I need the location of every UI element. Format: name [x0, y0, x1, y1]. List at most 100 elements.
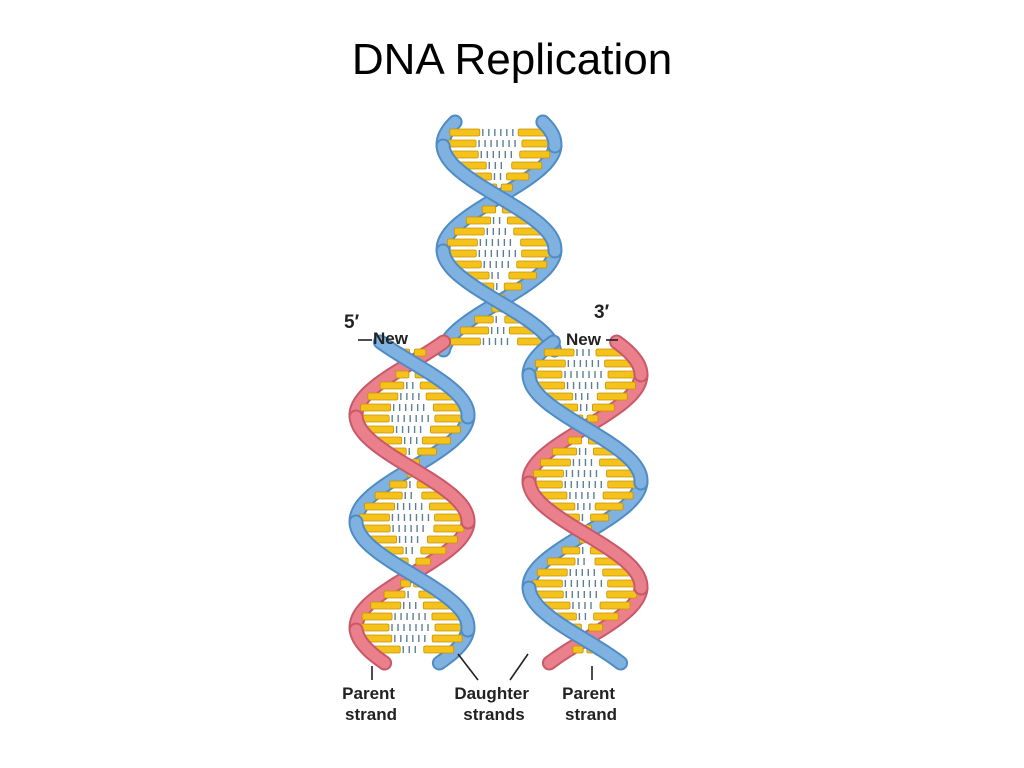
parent-strand-right-line2: strand [565, 705, 617, 724]
base [533, 469, 564, 478]
base [552, 447, 578, 456]
base [593, 612, 619, 621]
leader-lines [358, 339, 618, 681]
base [450, 337, 481, 346]
base [586, 414, 599, 423]
base [459, 326, 490, 335]
base [591, 403, 615, 412]
base [431, 634, 463, 643]
five-prime-label: 5′ [344, 312, 360, 333]
daughter-strands-line2: strands [463, 705, 524, 724]
base [449, 128, 481, 137]
base [561, 546, 581, 555]
strand-a [437, 245, 560, 356]
base [400, 579, 411, 588]
base [547, 557, 576, 566]
strand-b [437, 140, 561, 257]
base [474, 315, 494, 324]
strand-b [523, 369, 647, 489]
base [511, 161, 543, 170]
base [588, 623, 604, 632]
base [420, 546, 447, 555]
base [594, 502, 624, 511]
base-pairs [445, 128, 553, 346]
parent-helix [435, 114, 563, 358]
base [364, 502, 396, 511]
base [421, 436, 451, 445]
base [423, 645, 455, 654]
base [519, 150, 551, 159]
strand-a [611, 336, 647, 381]
base [521, 249, 553, 258]
base [417, 447, 437, 456]
daughter-right-leader [509, 653, 529, 681]
strand-front-layer [521, 334, 649, 671]
base [415, 557, 431, 566]
base [607, 480, 639, 489]
base [360, 403, 392, 412]
base [465, 216, 491, 225]
strand-a [374, 336, 474, 423]
base [361, 612, 393, 621]
right-daughter-helix [521, 334, 649, 671]
base [430, 425, 461, 434]
base [500, 183, 513, 192]
base [370, 601, 402, 610]
base [379, 381, 405, 390]
three-prime-label: 3′ [594, 302, 610, 323]
base [567, 436, 583, 445]
new-strand-label-left: New [373, 329, 409, 348]
slide-title: DNA Replication [351, 35, 673, 84]
strand-a [523, 477, 647, 594]
daughter-strands-label: Daughter strands [454, 684, 533, 724]
base [572, 645, 584, 654]
base [446, 238, 478, 247]
parent-strand-label-right: Parent strand [562, 684, 620, 724]
base [506, 172, 530, 181]
strand-b [523, 582, 627, 669]
left-daughter-helix [348, 334, 476, 671]
base [605, 381, 636, 390]
base [389, 480, 408, 489]
base [596, 392, 628, 401]
strand-b [350, 624, 391, 669]
base [602, 491, 634, 500]
base [374, 491, 403, 500]
base [433, 524, 465, 533]
strand-front-layer [348, 334, 476, 671]
base [543, 348, 575, 357]
base [383, 590, 406, 599]
parent-strand-right-line1: Parent [562, 684, 615, 703]
base [540, 458, 571, 467]
base-pairs [531, 348, 639, 654]
strand-a [537, 116, 561, 152]
new-strand-label-right: New [566, 330, 602, 349]
base [427, 535, 458, 544]
strand-b [350, 411, 474, 528]
base [508, 271, 537, 280]
base [395, 370, 410, 379]
base [516, 260, 548, 269]
base [531, 579, 563, 588]
base [434, 414, 466, 423]
base [481, 205, 497, 214]
base [606, 590, 638, 599]
base [599, 601, 631, 610]
strand-a [350, 516, 474, 636]
base [453, 227, 485, 236]
daughter-left-leader [457, 653, 479, 681]
parent-strand-label-left: Parent strand [342, 684, 400, 724]
parent-strand-left-line2: strand [345, 705, 397, 724]
base [503, 282, 523, 291]
base [359, 513, 390, 522]
strand-a [543, 582, 647, 669]
base [413, 348, 427, 357]
base [534, 359, 566, 368]
daughter-strands-line1: Daughter [454, 684, 529, 703]
base [536, 568, 568, 577]
strand-front-layer [435, 114, 563, 358]
base [590, 513, 610, 522]
base [367, 392, 399, 401]
